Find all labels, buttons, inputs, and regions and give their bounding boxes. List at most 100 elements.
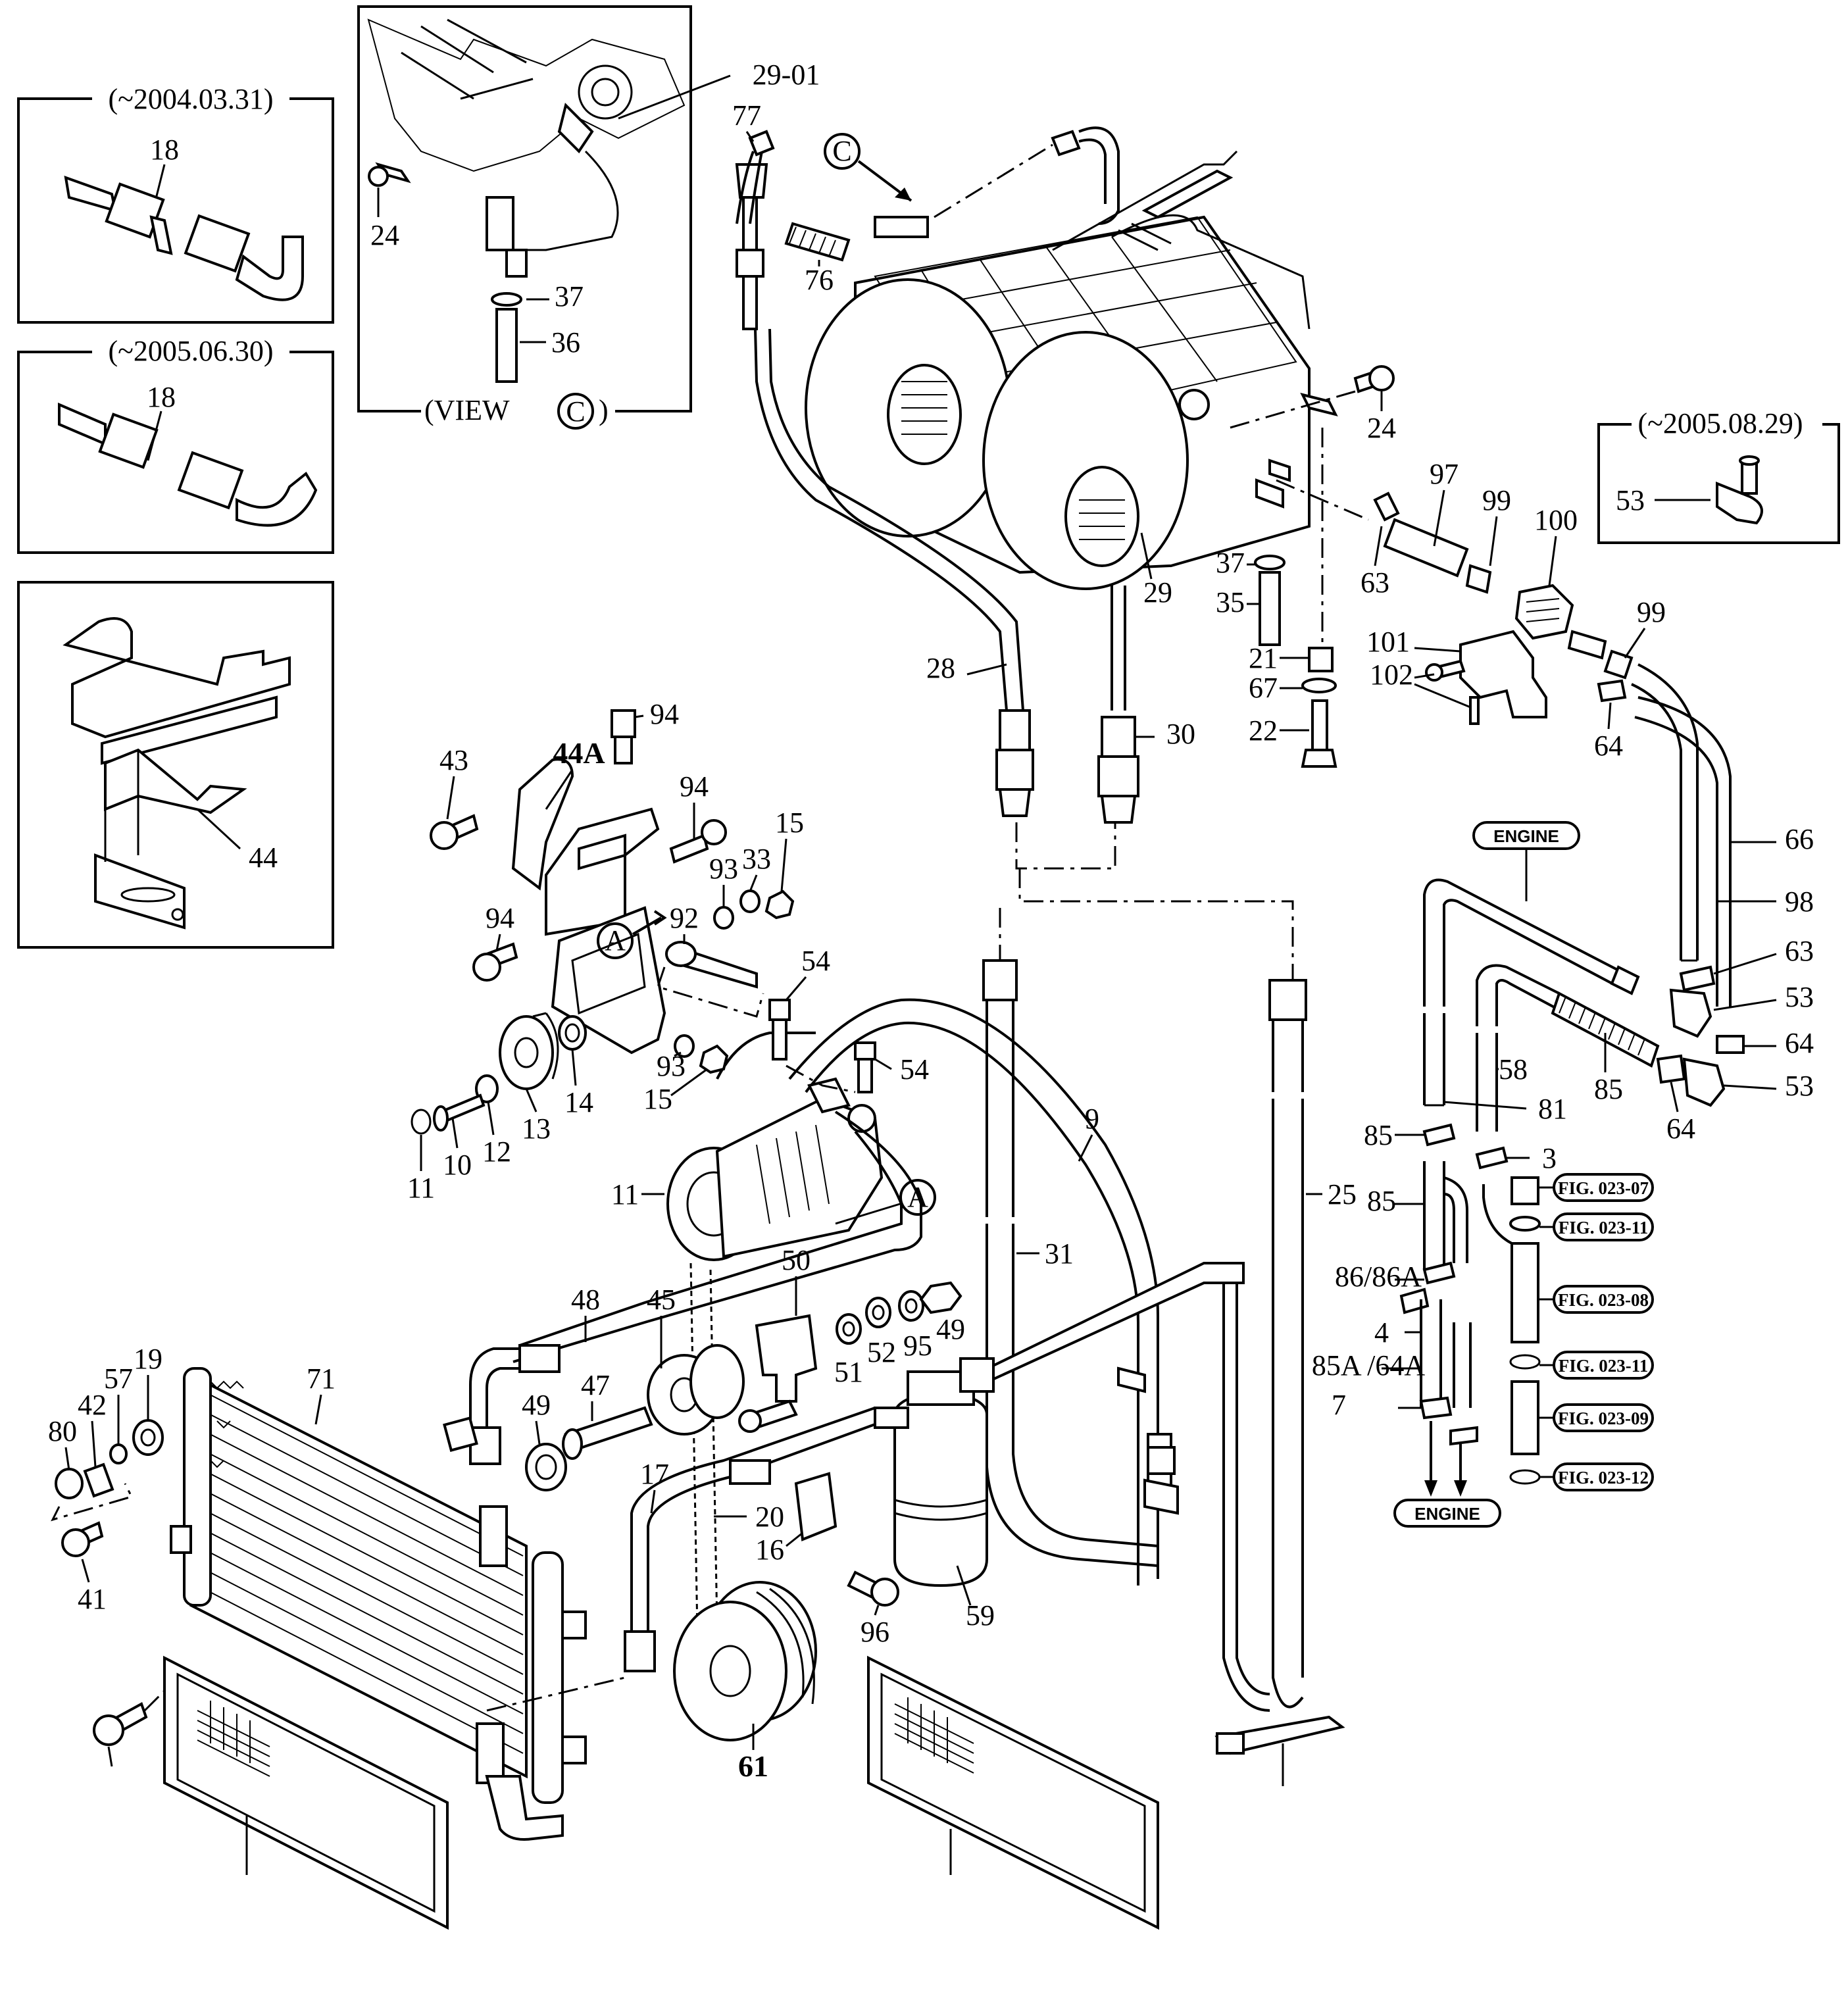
inset-2004-03-31: (~2004.03.31) 18 (17, 83, 334, 324)
callout-64: 64 (1785, 1027, 1814, 1059)
callout-86: 4 (1374, 1316, 1389, 1349)
callout-24: 24 (370, 219, 399, 251)
callout-20: 96 (861, 1616, 889, 1648)
callout-49: 49 (522, 1389, 551, 1421)
callout-44: 44 (249, 841, 278, 874)
callout-99: 99 (1482, 484, 1511, 516)
callout-37: 37 (1216, 547, 1245, 579)
callout-96: 61 (738, 1749, 768, 1783)
callout-64: 64 (1666, 1112, 1695, 1145)
callout-45: 50 (782, 1244, 811, 1276)
callout-76: 76 (805, 264, 834, 296)
callout-53: 53 (1785, 1070, 1814, 1102)
callout-97: 97 (1430, 458, 1459, 490)
callout-54: 54 (900, 1053, 929, 1086)
fig-ref-023-11: FIG. 023-11 (1559, 1218, 1649, 1237)
callout-85A-64A: 7 (1332, 1389, 1346, 1421)
callout-77: 77 (732, 99, 761, 132)
marker-a: A (605, 924, 626, 957)
evaporator-unit (805, 150, 1338, 590)
callout-85: 86/86A (1335, 1261, 1422, 1293)
marker-c: C (832, 135, 851, 167)
callout-93: 93 (657, 1050, 686, 1082)
compressor-bracket-44a (511, 758, 666, 1055)
callout-36: 36 (551, 326, 580, 359)
callout-30: 30 (1166, 718, 1195, 750)
callout-54: 54 (801, 945, 830, 977)
inset-date-label: (~2005.06.30) (108, 335, 273, 367)
hose-91 (788, 998, 1179, 1586)
callout-37: 37 (555, 280, 584, 312)
callout-53: 53 (1616, 484, 1645, 516)
hose-28 (735, 163, 1034, 817)
fig-ref-023-12: FIG. 023-12 (1558, 1468, 1649, 1487)
hose-30 (1097, 586, 1139, 824)
grille-80 (867, 1655, 1159, 1930)
hose-25 (1268, 979, 1307, 1709)
inset-date-label: (~2005.08.29) (1637, 407, 1803, 439)
callout-3: 85 (1367, 1185, 1396, 1217)
callout-17: 16 (755, 1534, 784, 1566)
callout-18: 18 (147, 381, 176, 413)
callout-43: 43 (439, 744, 468, 776)
compressor-9 (512, 1032, 922, 1363)
fig-ref-023-07: FIG. 023-07 (1558, 1178, 1649, 1198)
callout-52: 95 (903, 1330, 932, 1362)
view-letter: C (566, 395, 585, 428)
inset-2005-06-30: (~2005.06.30) 18 (17, 335, 334, 554)
callout-18: 18 (150, 134, 179, 166)
callout-50: 51 (834, 1356, 863, 1388)
view-label: (VIEW (424, 394, 510, 426)
callout-25: 25 (1328, 1178, 1357, 1211)
callout-21: 21 (1249, 642, 1278, 674)
callout-13: 13 (522, 1112, 551, 1145)
callout-99: 99 (1637, 596, 1666, 628)
callout-95: 49 (936, 1313, 965, 1345)
callout-44A: 44A (553, 736, 605, 770)
callout-85: 85 (1364, 1119, 1393, 1151)
callout-60: 42 (78, 1389, 107, 1421)
callout-51: 52 (867, 1336, 896, 1368)
callout-19: 71 (307, 1362, 336, 1395)
callout-91: 9 (1085, 1103, 1099, 1135)
hose-31 (982, 959, 1159, 1567)
callout-78: 58 (1499, 1053, 1528, 1086)
callout-94: 94 (650, 698, 679, 730)
callout-4: 85A /64A (1312, 1349, 1426, 1382)
callout-71: 41 (78, 1583, 107, 1615)
callout-63: 63 (1361, 566, 1389, 599)
callout-66: 66 (1785, 823, 1814, 855)
grille-42 (163, 1655, 449, 1930)
callout-63: 63 (1785, 935, 1814, 967)
callout-64: 64 (1594, 730, 1623, 762)
callout-59: 19 (134, 1343, 162, 1375)
callout-93: 93 (709, 853, 738, 885)
callout-29-01: 29-01 (753, 59, 820, 91)
callout-15: 15 (643, 1083, 672, 1115)
callout-11: 11 (407, 1172, 435, 1204)
callout-8: 17 (640, 1458, 669, 1490)
callout-22: 22 (1249, 714, 1278, 747)
callout-53: 53 (1785, 981, 1814, 1013)
callout-48: 45 (647, 1284, 676, 1316)
callout-9: 11 (611, 1178, 639, 1211)
inset-bracket-44: 44 (17, 581, 334, 949)
callout-28: 28 (926, 652, 955, 684)
fig-ref-023-08: FIG. 023-08 (1558, 1290, 1649, 1310)
callout-47: 47 (581, 1369, 610, 1401)
callout-81: 85 (1594, 1073, 1623, 1105)
pulley-96 (673, 1581, 817, 1741)
callout-98: 98 (1785, 886, 1814, 918)
receiver-drier-16 (874, 1262, 1270, 1712)
callout-85: 3 (1542, 1142, 1557, 1174)
callout-24: 24 (1367, 412, 1396, 444)
callout-12: 12 (482, 1136, 511, 1168)
callout-33: 33 (742, 843, 771, 875)
callout-10: 10 (443, 1149, 472, 1181)
inset-date-label: (~2004.03.31) (108, 83, 273, 115)
engine-label-top: ENGINE (1493, 826, 1559, 846)
engine-label-bottom: ENGINE (1414, 1504, 1480, 1524)
callout-46: 20 (755, 1501, 784, 1533)
callout-94: 94 (486, 902, 514, 934)
callout-102: 102 (1370, 659, 1413, 691)
